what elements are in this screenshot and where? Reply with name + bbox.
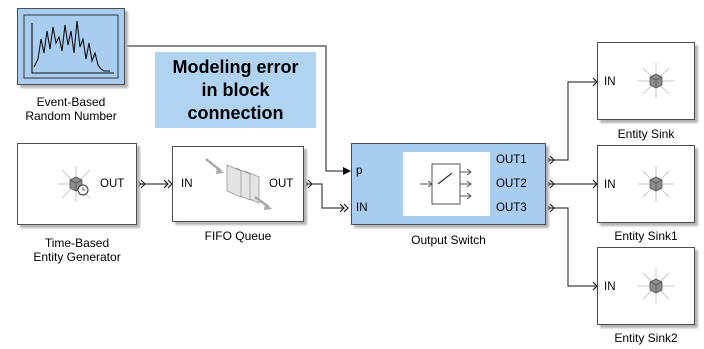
- entity-sink-block[interactable]: IN: [597, 42, 695, 120]
- switch-out3-port: OUT3: [496, 202, 527, 214]
- switch-icon-area: [403, 152, 490, 216]
- arrowhead-p: [343, 167, 351, 175]
- sink2-label: Entity Sink2: [614, 331, 678, 345]
- switch-out1-port: OUT1: [496, 154, 527, 166]
- generator-label-line-2: Entity Generator: [33, 250, 121, 264]
- wire-out1-to-sink: [546, 81, 597, 161]
- random-number-label-line-2: Random Number: [25, 109, 117, 123]
- random-signal-icon: [23, 14, 119, 79]
- chevron-out3: [545, 203, 555, 213]
- random-number-block[interactable]: [17, 8, 125, 85]
- generator-out-port: OUT: [100, 178, 125, 190]
- chevron-switch-in: [339, 203, 349, 213]
- sink2-in-port: IN: [604, 281, 616, 293]
- entity-sink1-block[interactable]: IN: [597, 145, 695, 223]
- wire-fifo-to-switch-in: [304, 183, 344, 209]
- fifo-queue-block[interactable]: IN OUT: [172, 146, 304, 222]
- chevron-gen-out: [136, 179, 146, 189]
- generator-label-line-1: Time-Based: [44, 236, 110, 250]
- fifo-in-port: IN: [181, 178, 193, 190]
- error-annotation[interactable]: Modeling error in block connection: [155, 52, 316, 128]
- output-switch-block[interactable]: p IN OUT1 OUT2 OUT3: [351, 143, 546, 225]
- fifo-label: FIFO Queue: [204, 229, 272, 243]
- sink-in-port: IN: [604, 76, 616, 88]
- annotation-line-1: Modeling error: [172, 56, 299, 77]
- generator-label: Time-Based Entity Generator: [17, 236, 137, 264]
- queue-icon: [205, 158, 272, 210]
- random-number-label-line-1: Event-Based: [36, 95, 106, 109]
- sink2-icon: [638, 268, 674, 304]
- wire-random-to-switch-p: [125, 45, 344, 172]
- annotation-line-3: connection: [187, 102, 284, 123]
- sink-icon: [638, 63, 674, 99]
- annotation-line-2: in block: [201, 79, 270, 100]
- chevron-out1: [545, 155, 555, 165]
- sink1-icon: [638, 166, 674, 202]
- chevron-fifo-out: [303, 179, 313, 189]
- switch-label: Output Switch: [411, 233, 486, 247]
- switch-icon: [420, 163, 472, 205]
- switch-p-port: p: [356, 165, 363, 177]
- wire-out3-to-sink2: [546, 207, 597, 287]
- entity-sink2-block[interactable]: IN: [597, 247, 695, 325]
- fifo-out-port: OUT: [269, 178, 294, 190]
- random-number-label: Event-Based Random Number: [17, 95, 125, 123]
- entity-generator-block[interactable]: OUT: [17, 143, 137, 225]
- sink1-in-port: IN: [604, 179, 616, 191]
- generator-icon: [58, 166, 91, 202]
- sink1-label: Entity Sink1: [614, 229, 678, 243]
- sink-label: Entity Sink: [617, 127, 675, 141]
- switch-out2-port: OUT2: [496, 178, 527, 190]
- chevron-out2: [545, 179, 555, 189]
- switch-in-port: IN: [356, 202, 368, 214]
